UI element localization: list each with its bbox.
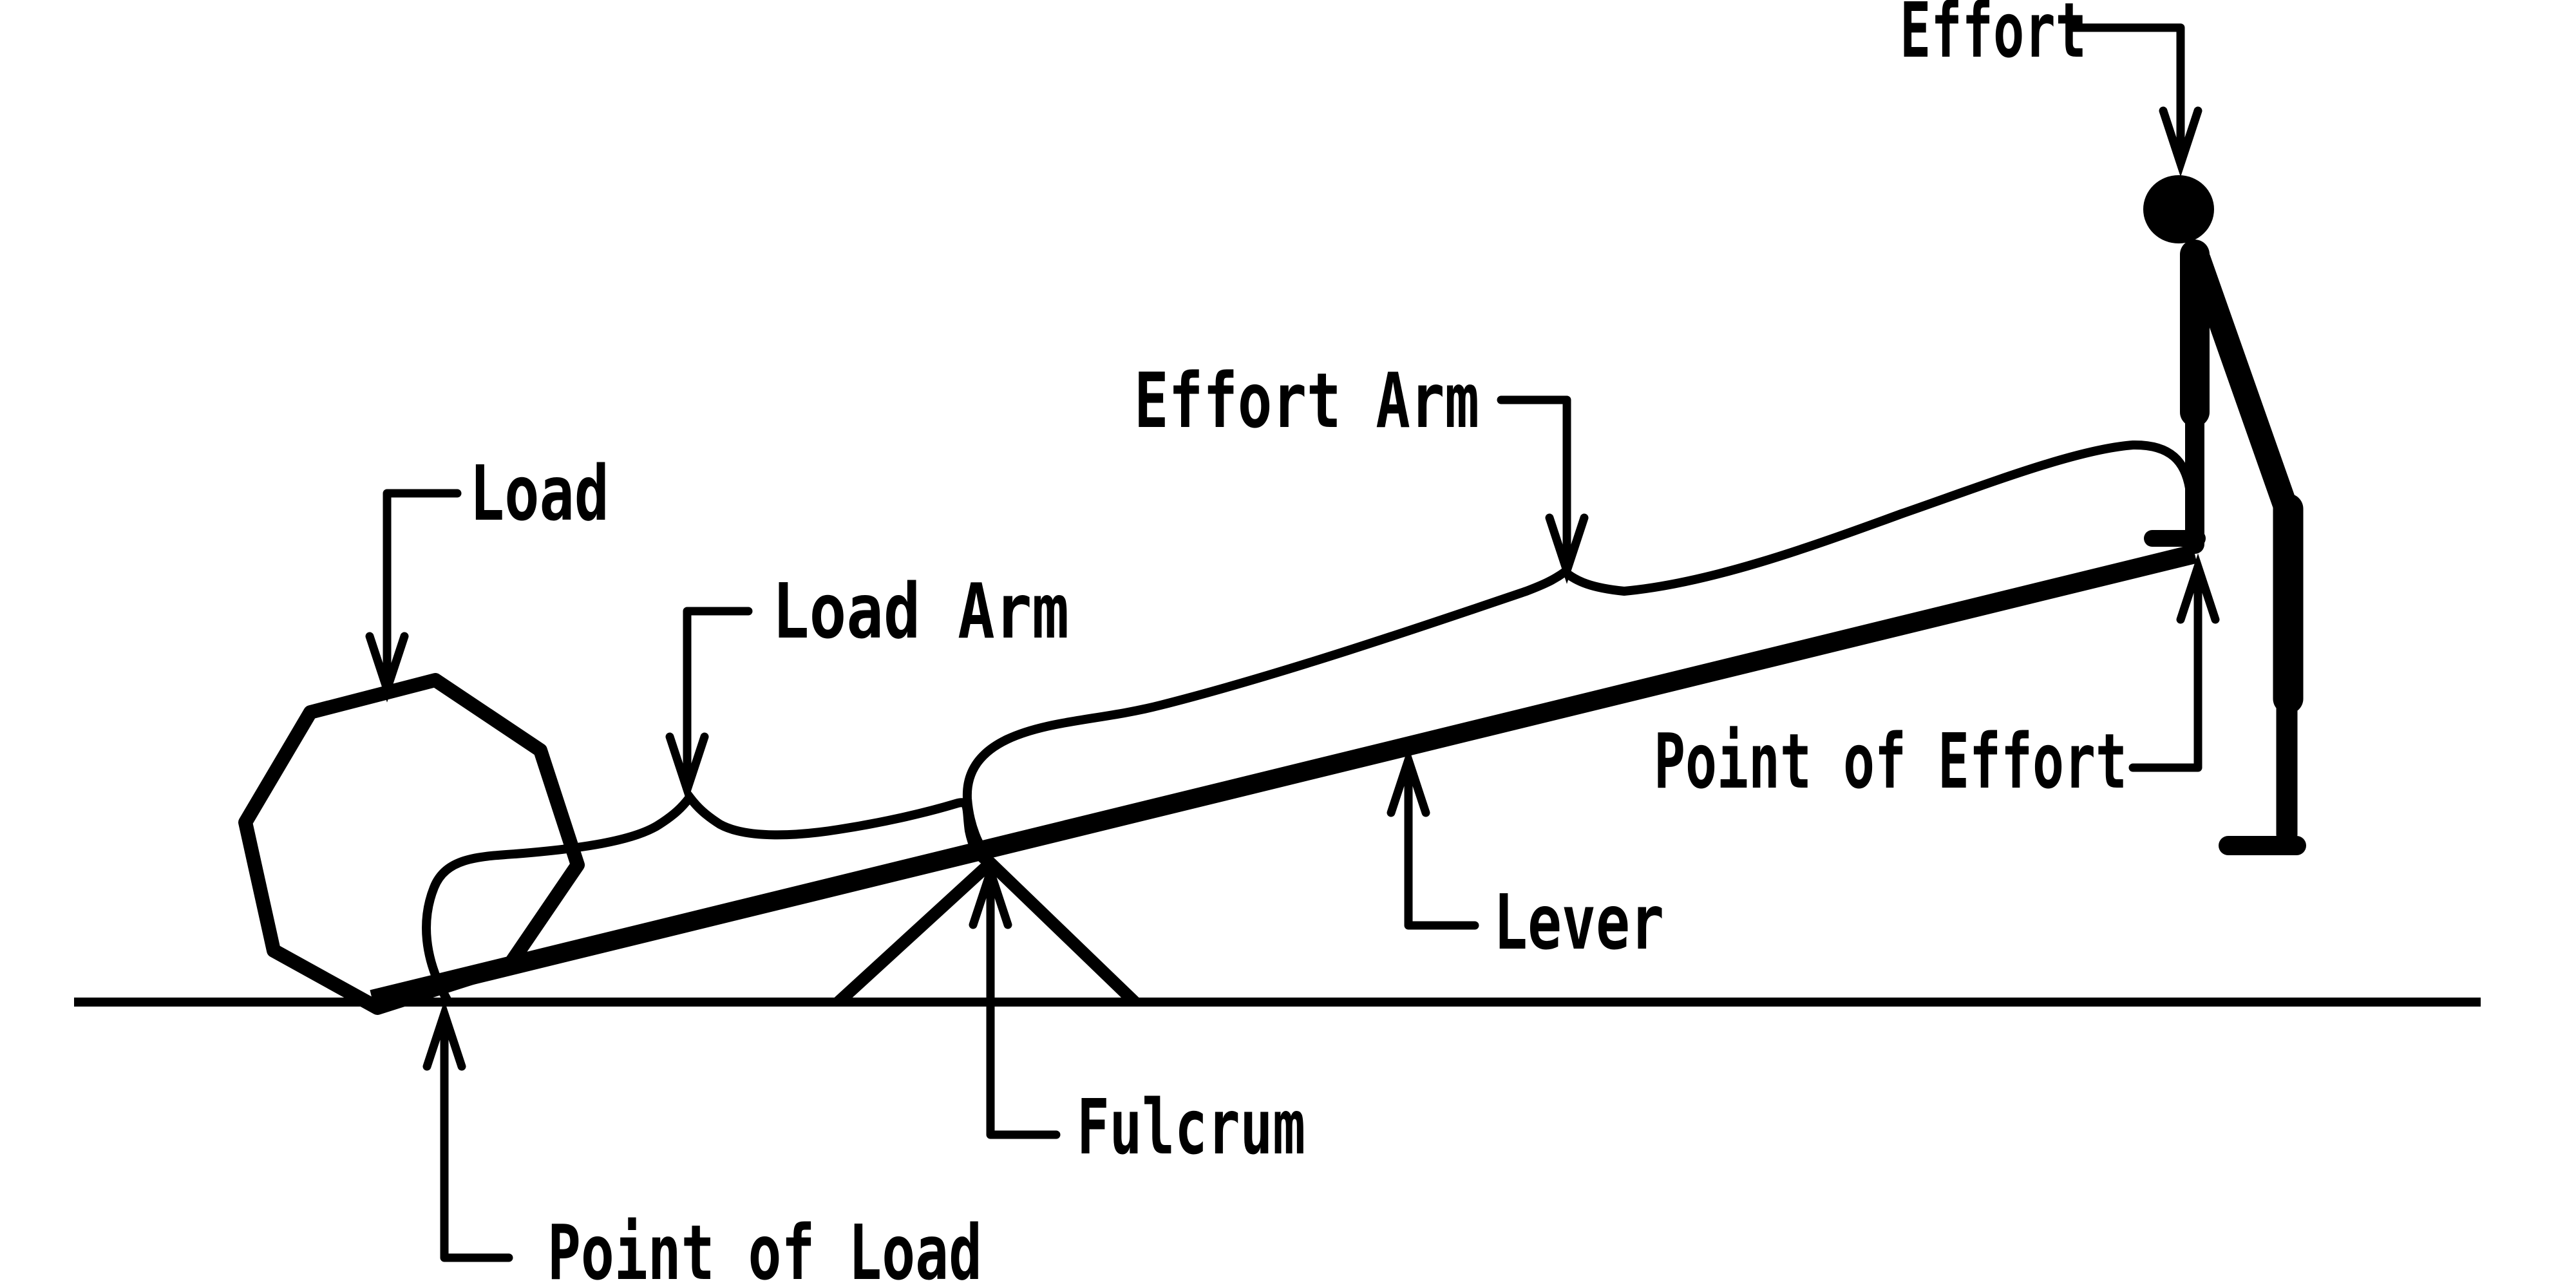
- load-arm-brace: [422, 790, 987, 1004]
- point-of-effort-leader: [2128, 567, 2202, 772]
- effort-arm-callout: Effort Arm: [1134, 356, 1589, 584]
- point-of-effort-arrowhead-icon: [2176, 553, 2220, 624]
- load-label: Load: [469, 449, 609, 538]
- load-leader: [383, 489, 462, 688]
- point-of-load-leader: [440, 1014, 513, 1262]
- load-arm-callout: Load Arm: [665, 567, 1069, 803]
- effort-arm-leader: [1497, 395, 1571, 570]
- load-arm-label: Load Arm: [772, 567, 1069, 656]
- lever-label: Lever: [1493, 878, 1664, 967]
- point-of-effort-label: Point of Effort: [1654, 717, 2127, 806]
- effort-arm-label: Effort Arm: [1134, 356, 1479, 445]
- effort-person: [2143, 175, 2306, 855]
- lever-callout: Lever: [1387, 746, 1664, 967]
- effort-arrowhead-icon: [2159, 106, 2202, 177]
- fulcrum-arrowhead-icon: [969, 858, 1012, 929]
- person-head: [2143, 175, 2214, 243]
- effort-arm-arrowhead-icon: [1545, 513, 1589, 584]
- fulcrum-label: Fulcrum: [1077, 1083, 1305, 1171]
- fulcrum-leader: [986, 873, 1061, 1139]
- point-of-load-callout: Point of Load: [422, 1000, 982, 1288]
- lever-leader: [1404, 761, 1479, 930]
- load-callout: Load: [365, 449, 609, 703]
- load-arm-arrowhead-icon: [665, 732, 709, 803]
- effort-leader: [2068, 23, 2185, 163]
- point-of-load-label: Point of Load: [547, 1208, 982, 1288]
- lever-arrowhead-icon: [1387, 746, 1430, 817]
- lever-bar: [370, 544, 2197, 1009]
- fulcrum-callout: Fulcrum: [969, 858, 1305, 1171]
- load-arm-leader: [683, 607, 753, 789]
- person-back: [2186, 247, 2300, 526]
- load-arrowhead-icon: [365, 632, 409, 703]
- point-of-effort-callout: Point of Effort: [1654, 553, 2220, 806]
- effort-label: Effort: [1900, 0, 2087, 75]
- effort-callout: Effort: [1900, 0, 2202, 177]
- point-of-load-arrowhead-icon: [422, 1000, 466, 1071]
